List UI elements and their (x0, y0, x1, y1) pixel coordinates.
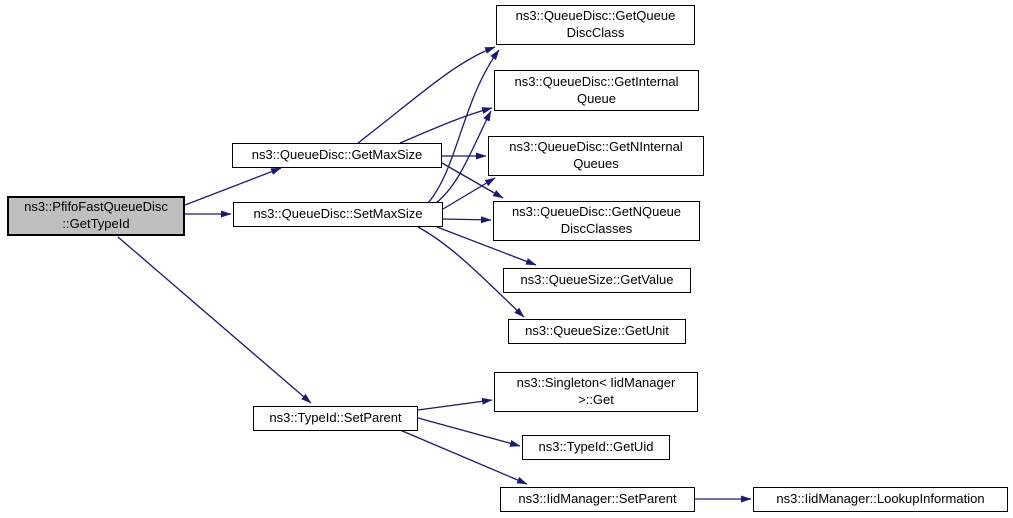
edge-typeidsetparent-iidsetparent (399, 429, 528, 485)
edge-typeidsetparent-singletonget (417, 397, 493, 411)
node-label: Queues (573, 156, 619, 171)
edge-gettypeid-getmaxsize (184, 167, 282, 206)
node-singleton-iidmanager-get[interactable]: ns3::Singleton< IidManager >::Get (494, 372, 698, 412)
edge-setmaxsize-getqueuediscclass (427, 49, 500, 204)
node-label: ns3::QueueDisc::GetNQueue (511, 204, 682, 220)
node-label: ns3::QueueDisc::GetInternal (514, 73, 679, 89)
node-queuedisc-getninternalqueues[interactable]: ns3::QueueDisc::GetNInternal Queues (488, 136, 704, 176)
edge-setmaxsize-getvalue (436, 226, 537, 266)
node-queuesize-getvalue[interactable]: ns3::QueueSize::GetValue (503, 268, 691, 293)
node-label: ::GetTypeId (62, 216, 130, 231)
node-label: ns3::QueueSize::GetValue (520, 272, 674, 288)
node-label: ns3::PfifoFastQueueDisc (24, 199, 168, 215)
node-typeid-getuid[interactable]: ns3::TypeId::GetUid (522, 435, 670, 460)
edge-gettypeid-typeidsetparent (117, 236, 312, 404)
node-label: ns3::QueueDisc::GetQueue (515, 8, 676, 24)
node-queuedisc-setmaxsize[interactable]: ns3::QueueDisc::SetMaxSize (233, 202, 443, 227)
node-label: ns3::QueueDisc::SetMaxSize (253, 206, 423, 222)
edge-setmaxsize-getninternalqueues (442, 177, 496, 210)
node-label: ns3::QueueSize::GetUnit (525, 323, 669, 339)
node-label: ns3::QueueDisc::GetMaxSize (251, 147, 423, 163)
node-label: ns3::IidManager::SetParent (518, 491, 677, 507)
node-label: ns3::IidManager::LookupInformation (776, 491, 985, 507)
node-queuesize-getunit[interactable]: ns3::QueueSize::GetUnit (508, 319, 686, 344)
edge-setmaxsize-getunit (417, 226, 525, 318)
node-label: ns3::QueueDisc::GetNInternal (509, 139, 683, 155)
node-iidmanager-lookupinformation[interactable]: ns3::IidManager::LookupInformation (753, 487, 1008, 512)
node-queuedisc-getqueuediscclass[interactable]: ns3::QueueDisc::GetQueue DiscClass (496, 5, 695, 45)
node-label: ns3::TypeId::GetUid (538, 439, 654, 455)
node-label: ns3::Singleton< IidManager (516, 375, 676, 391)
edge-getmaxsize-getqueuediscclass (357, 46, 496, 144)
edge-setmaxsize-getnqueuediscclasses (442, 216, 492, 224)
node-iidmanager-setparent[interactable]: ns3::IidManager::SetParent (500, 487, 695, 512)
node-label: Queue (576, 90, 617, 106)
edge-getmaxsize-getinternalqueue (399, 107, 493, 144)
node-queuedisc-getmaxsize[interactable]: ns3::QueueDisc::GetMaxSize (232, 143, 442, 168)
node-label: ns3::TypeId::SetParent (269, 410, 402, 426)
node-label: DiscClasses (560, 221, 633, 236)
node-label: >::Get (578, 392, 614, 407)
node-pfifofastqueuedisc-gettypeid[interactable]: ns3::PfifoFastQueueDisc ::GetTypeId (7, 196, 185, 236)
node-typeid-setparent[interactable]: ns3::TypeId::SetParent (253, 406, 418, 431)
node-queuedisc-getinternalqueue[interactable]: ns3::QueueDisc::GetInternal Queue (494, 70, 699, 111)
edge-setmaxsize-getinternalqueue (435, 110, 492, 204)
node-label: DiscClass (566, 25, 625, 40)
edge-getmaxsize-getnqueuediscclasses (441, 162, 504, 199)
node-queuedisc-getnqueuediscclasses[interactable]: ns3::QueueDisc::GetNQueue DiscClasses (493, 201, 700, 241)
edge-typeidsetparent-getuid (417, 417, 521, 447)
